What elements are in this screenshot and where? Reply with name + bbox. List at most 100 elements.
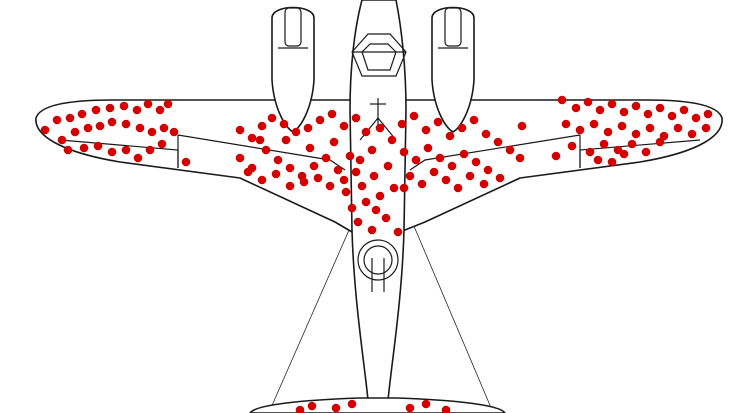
damage-dot-icon — [375, 123, 385, 133]
damage-dot-icon — [607, 99, 617, 109]
damage-dot-icon — [257, 175, 267, 185]
damage-dot-icon — [325, 181, 335, 191]
damage-dot-icon — [107, 117, 117, 127]
damage-dot-icon — [389, 183, 399, 193]
damage-dot-icon — [355, 155, 365, 165]
damage-dot-icon — [267, 113, 277, 123]
damage-dot-icon — [367, 145, 377, 155]
damage-dot-icon — [315, 115, 325, 125]
damage-dot-icon — [243, 167, 253, 177]
damage-dot-icon — [345, 151, 355, 161]
damage-dot-icon — [121, 119, 131, 129]
horizontal-stabilizer — [249, 397, 506, 413]
damage-dot-icon — [65, 113, 75, 123]
damage-dot-icon — [157, 139, 167, 149]
damage-dot-icon — [371, 205, 381, 215]
damage-dot-icon — [673, 123, 683, 133]
damage-dot-icon — [135, 123, 145, 133]
damage-dot-icon — [551, 151, 561, 161]
cockpit-canopy — [351, 33, 407, 77]
damage-dot-icon — [133, 153, 143, 163]
damage-dot-icon — [273, 155, 283, 165]
damage-dot-icon — [399, 183, 409, 193]
damage-dot-icon — [361, 127, 371, 137]
damage-dot-icon — [607, 157, 617, 167]
damage-dot-icon — [303, 123, 313, 133]
damage-dot-icon — [307, 401, 317, 411]
damage-dot-icon — [79, 143, 89, 153]
damage-dot-icon — [411, 155, 421, 165]
damage-dot-icon — [453, 183, 463, 193]
damage-dot-icon — [351, 113, 361, 123]
damage-dot-icon — [40, 125, 50, 135]
damage-dot-icon — [433, 117, 443, 127]
damage-dot-icon — [247, 133, 257, 143]
damage-dot-icon — [91, 105, 101, 115]
damage-dot-icon — [703, 109, 713, 119]
damage-dot-icon — [517, 121, 527, 131]
damage-dot-icon — [589, 119, 599, 129]
damage-dot-icon — [333, 165, 343, 175]
damage-dot-icon — [409, 111, 419, 121]
damage-dot-icon — [575, 125, 585, 135]
damage-dot-icon — [457, 123, 467, 133]
damage-dot-icon — [105, 103, 115, 113]
damage-dot-icon — [261, 145, 271, 155]
damage-dot-icon — [367, 225, 377, 235]
damage-dot-icon — [339, 175, 349, 185]
damage-dot-icon — [481, 129, 491, 139]
damage-dot-icon — [57, 135, 67, 145]
damage-dot-icon — [313, 173, 323, 183]
damage-dot-icon — [493, 137, 503, 147]
damage-dot-icon — [399, 147, 409, 157]
damage-dot-icon — [347, 399, 357, 409]
damage-dot-icon — [339, 121, 349, 131]
damage-dot-icon — [655, 103, 665, 113]
dorsal-turret — [357, 239, 399, 292]
damage-dot-icon — [181, 157, 191, 167]
damage-dot-icon — [423, 143, 433, 153]
damage-dot-icon — [291, 127, 301, 137]
damage-dot-icon — [593, 155, 603, 165]
damage-dot-icon — [329, 137, 339, 147]
damage-dot-icon — [169, 127, 179, 137]
damage-dot-icon — [561, 119, 571, 129]
damage-dot-icon — [331, 403, 341, 413]
damage-dot-icon — [617, 121, 627, 131]
damage-dot-icon — [143, 99, 153, 109]
fuselage — [349, 0, 407, 401]
damage-dot-icon — [70, 127, 80, 137]
damage-dot-icon — [107, 147, 117, 157]
damage-dot-icon — [305, 143, 315, 153]
damage-dot-icon — [631, 129, 641, 139]
damage-dot-icon — [471, 157, 481, 167]
damage-dot-icon — [627, 139, 637, 149]
damage-dot-icon — [405, 171, 415, 181]
damage-dot-icon — [643, 109, 653, 119]
damage-dot-icon — [299, 177, 309, 187]
damage-dot-icon — [52, 115, 62, 125]
damage-dot-icon — [271, 169, 281, 179]
damage-dot-icon — [381, 213, 391, 223]
damage-dot-icon — [441, 175, 451, 185]
damage-dot-icon — [515, 153, 525, 163]
damage-dot-icon — [583, 97, 593, 107]
damage-dot-icon — [441, 405, 451, 413]
damage-dot-icon — [429, 167, 439, 177]
damage-dot-icon — [417, 179, 427, 189]
damage-dot-icon — [255, 135, 265, 145]
damage-dot-icon — [619, 149, 629, 159]
damage-dot-icon — [375, 191, 385, 201]
damage-dot-icon — [421, 125, 431, 135]
damage-dot-icon — [421, 399, 431, 409]
damage-dot-icon — [447, 161, 457, 171]
damage-dot-icon — [465, 171, 475, 181]
damage-dot-icon — [235, 153, 245, 163]
damage-markers — [40, 95, 713, 413]
damage-dot-icon — [95, 121, 105, 131]
damage-dot-icon — [557, 95, 567, 105]
damage-dot-icon — [327, 109, 337, 119]
damage-dot-icon — [397, 119, 407, 129]
